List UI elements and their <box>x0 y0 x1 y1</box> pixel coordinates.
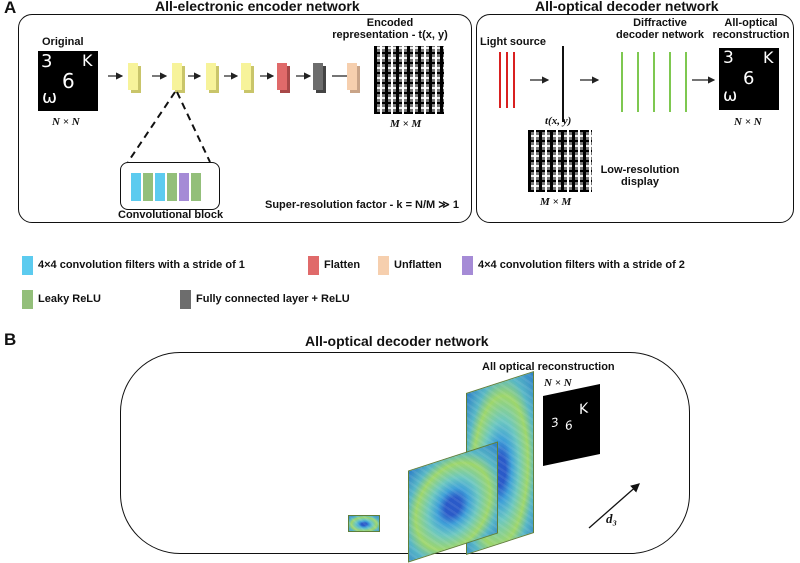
legend-conv-s1: 4×4 convolution filters with a stride of… <box>38 259 245 271</box>
encoder-pipeline <box>108 72 360 80</box>
encoder-title: All-electronic encoder network <box>155 0 360 14</box>
reconstruction-label-line2: reconstruction <box>712 29 790 41</box>
encoded-label: Encoded representation - t(x, y) <box>330 17 450 41</box>
display-label-line1: Low-resolution <box>600 164 680 176</box>
reconstruction-label-line1: All-optical <box>724 17 778 29</box>
legend-swatch-conv-s1 <box>22 256 33 275</box>
display-label: Low-resolution display <box>595 164 685 188</box>
super-res-label: Super-resolution factor - k = N/M ≫ 1 <box>265 199 459 211</box>
diffractive-label: Diffractive decoder network <box>610 17 710 41</box>
detail-relu-2 <box>167 173 177 201</box>
display-dim: M × M <box>540 196 572 208</box>
panel-a-letter: A <box>4 0 17 17</box>
diffractive-plate-back <box>348 515 380 532</box>
panel-b-title: All-optical decoder network <box>305 333 489 349</box>
reconstruction-image: 3 6 K ω <box>719 48 779 110</box>
decoder-arrows <box>530 76 716 84</box>
legend-swatch-relu <box>22 290 33 309</box>
recon-digit-w: ω <box>723 86 738 106</box>
light-source <box>499 52 515 108</box>
display-plane <box>562 46 564 122</box>
recon-digit-3: 3 <box>723 48 734 68</box>
display-label-line2: display <box>621 176 659 188</box>
recon-digit-k: K <box>763 48 774 67</box>
panel-b-letter: B <box>4 330 17 349</box>
detail-conv-s1b <box>155 173 165 201</box>
display-t-label: t(x, y) <box>545 115 572 127</box>
original-dim: N × N <box>52 116 80 128</box>
encoded-image <box>374 46 444 114</box>
distance-arrow <box>588 483 640 529</box>
conv-block-4 <box>241 63 251 90</box>
zoom-lines <box>127 91 211 163</box>
legend-conv-s2: 4×4 convolution filters with a stride of… <box>478 259 685 271</box>
legend-fc: Fully connected layer + ReLU <box>196 293 350 305</box>
legend-flatten: Flatten <box>324 259 361 271</box>
panel-b-digit-6: 6 <box>565 417 573 434</box>
detail-relu-3 <box>191 173 201 201</box>
digit-w: ω <box>42 87 58 108</box>
panel-b-dim: N × N <box>544 377 572 389</box>
encoder-box <box>18 14 472 223</box>
digit-3: 3 <box>41 51 53 72</box>
legend-unflatten: Unflatten <box>394 259 442 271</box>
detail-conv-s2 <box>179 173 189 201</box>
encoded-label-line2: representation - t(x, y) <box>332 29 448 41</box>
diffractive-label-line2: decoder network <box>615 29 705 41</box>
fc-block <box>313 63 323 90</box>
decoder-title: All-optical decoder network <box>535 0 719 14</box>
panel-b-reconstruction-label: All optical reconstruction <box>482 361 615 373</box>
conv-block-detail <box>120 162 220 210</box>
digit-k: K <box>82 51 93 70</box>
digit-6: 6 <box>62 69 75 93</box>
legend-swatch-conv-s2 <box>462 256 473 275</box>
unflatten-block <box>347 63 357 90</box>
recon-digit-6: 6 <box>743 68 755 89</box>
decoder-box <box>476 14 794 223</box>
distance-label: d₃ <box>606 511 618 526</box>
conv-block-label: Convolutional block <box>118 209 224 221</box>
reconstruction-label: All-optical reconstruction <box>706 17 796 41</box>
reconstruction-dim: N × N <box>734 116 762 128</box>
legend-relu: Leaky ReLU <box>38 293 101 305</box>
detail-conv-s1 <box>131 173 141 201</box>
encoded-dim: M × M <box>390 118 422 130</box>
original-label: Original <box>42 36 84 48</box>
legend-swatch-flatten <box>308 256 319 275</box>
diffractive-label-line1: Diffractive <box>633 17 687 29</box>
legend-swatch-unflatten <box>378 256 389 275</box>
diffractive-layers <box>621 52 687 112</box>
panel-b-digit-3: 3 <box>551 414 559 431</box>
panel-b-digit-k: K <box>579 400 589 419</box>
original-image: 3 6 K ω <box>38 51 98 111</box>
flatten-block <box>277 63 287 90</box>
encoded-label-line1: Encoded <box>366 17 414 29</box>
legend-swatch-fc <box>180 290 191 309</box>
panel-b-reconstruction-image: 3 6 K <box>543 383 600 467</box>
light-source-label: Light source <box>480 36 547 48</box>
conv-block-3 <box>206 63 216 90</box>
conv-block-1 <box>128 63 138 90</box>
conv-block-2 <box>172 63 182 90</box>
display-image <box>528 130 592 192</box>
detail-relu-1 <box>143 173 153 201</box>
